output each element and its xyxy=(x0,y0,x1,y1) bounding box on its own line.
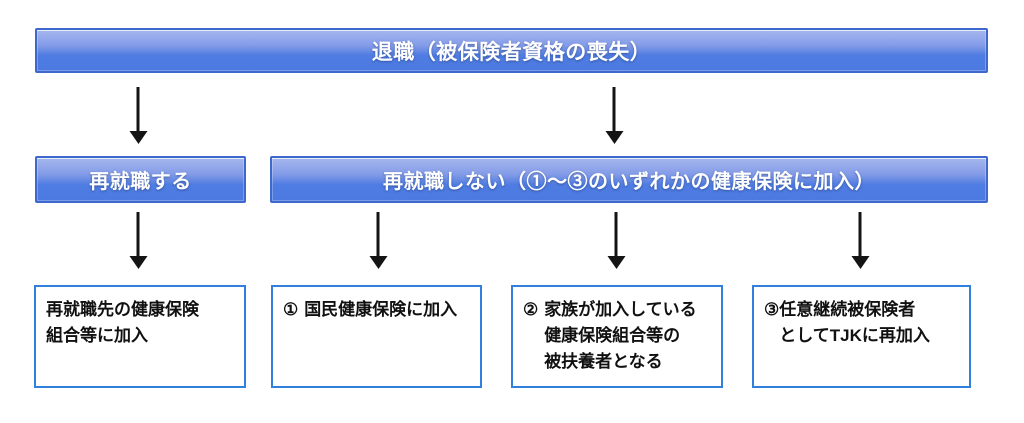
arrow-down-icon xyxy=(612,87,616,131)
arrow-down-icon xyxy=(376,212,380,256)
outcome-node-national-insurance: ① 国民健康保険に加入 xyxy=(271,285,482,388)
branch-node-label: 再就職しない（①～③のいずれかの健康保険に加入） xyxy=(383,171,875,193)
outcome-text: 国民健康保険に加入 xyxy=(304,300,458,319)
arrow-down-icon xyxy=(136,212,140,256)
branch-node-reemployed: 再就職する xyxy=(35,156,246,203)
outcome-node-employer-insurance: 再就職先の健康保険 組合等に加入 xyxy=(34,285,246,388)
arrow-down-icon xyxy=(614,212,618,256)
root-node-retirement: 退職（被保険者資格の喪失） xyxy=(35,28,988,73)
outcome-text: 再就職先の健康保険 組合等に加入 xyxy=(46,300,199,345)
outcome-number: ① xyxy=(283,300,299,319)
arrow-down-icon xyxy=(858,212,862,256)
outcome-text: 任意継続被保険者 としてTJKに再加入 xyxy=(779,300,930,345)
outcome-text: 家族が加入している 健康保険組合等の 被扶養者となる xyxy=(544,300,697,371)
branch-node-label: 再就職する xyxy=(89,171,192,193)
root-node-label: 退職（被保険者資格の喪失） xyxy=(371,40,652,64)
branch-node-not-reemployed: 再就職しない（①～③のいずれかの健康保険に加入） xyxy=(270,156,988,203)
outcome-node-family-dependent: ② 家族が加入している 健康保険組合等の 被扶養者となる xyxy=(511,285,723,388)
outcome-node-voluntary-continuation: ③ 任意継続被保険者 としてTJKに再加入 xyxy=(752,285,971,388)
arrow-down-icon xyxy=(136,87,140,131)
outcome-number: ② xyxy=(523,300,539,319)
outcome-number: ③ xyxy=(764,300,780,319)
